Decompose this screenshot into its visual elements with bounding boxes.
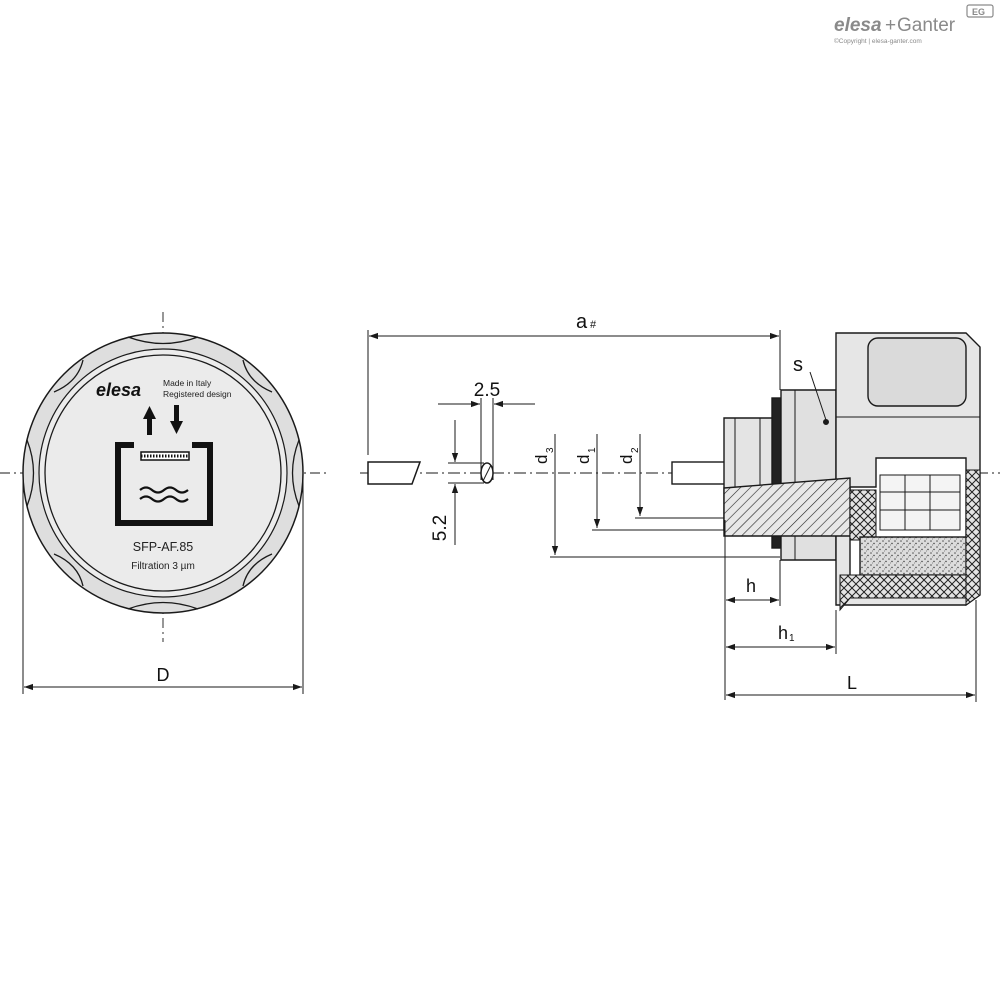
dim-label-s: s [793,354,803,376]
brand-copyright: ©Copyright | elesa-ganter.com [834,37,922,45]
brand-logo: elesa + Ganter EG ©Copyright | elesa-gan… [834,4,994,45]
face-registered: Registered design [163,389,232,399]
knob-face [44,354,282,592]
brand-badge: EG [972,7,985,17]
dim-label-h1-sub: 1 [789,633,795,644]
dim-label-d2: d [617,455,636,464]
dim-label-thickness: 2.5 [474,380,500,401]
dim-label-d3-sub: 3 [545,447,556,453]
sectioned-body [723,477,851,537]
face-filtration: Filtration 3 µm [131,561,195,572]
dim-label-h1: h [778,623,788,643]
dimension-width: 5.2 [430,420,484,545]
brand-ganter: Ganter [897,15,956,36]
brand-plus: + [885,15,896,36]
dim-label-D: D [157,665,170,685]
plug-side-view [671,332,981,612]
dim-label-a: a [576,311,588,333]
dim-label-a-suffix: # [590,319,597,331]
dim-label-h: h [746,576,756,596]
brand-badge-frame [966,4,994,18]
filter-element [859,536,967,576]
dim-label-d2-sub: 2 [630,447,641,453]
dimension-D: D [22,476,304,694]
dimension-thickness: 2.5 [438,380,535,480]
dimension-h: h [724,520,781,700]
dim-label-d3: d [532,455,551,464]
grip-notches [26,336,300,610]
dim-label-L: L [847,673,857,693]
dimension-s: s [793,354,829,425]
air-flow-arrows-icon [143,405,183,435]
cap-grip [867,337,967,407]
dim-label-d1-sub: 1 [587,447,598,453]
dimension-L: L [726,600,977,702]
front-view: elesa Made in Italy Registered design SF… [0,312,330,642]
tank-icon [115,442,213,526]
brand-elesa: elesa [834,15,882,36]
face-made-in: Made in Italy [163,378,212,388]
dim-label-d1: d [574,455,593,464]
dimension-a: a # [367,311,781,455]
dimension-h1: h 1 [726,610,837,654]
dim-label-width: 5.2 [430,515,451,541]
face-model: SFP-AF.85 [133,540,193,554]
face-logo: elesa [96,380,141,400]
dipstick-tip [367,461,422,485]
